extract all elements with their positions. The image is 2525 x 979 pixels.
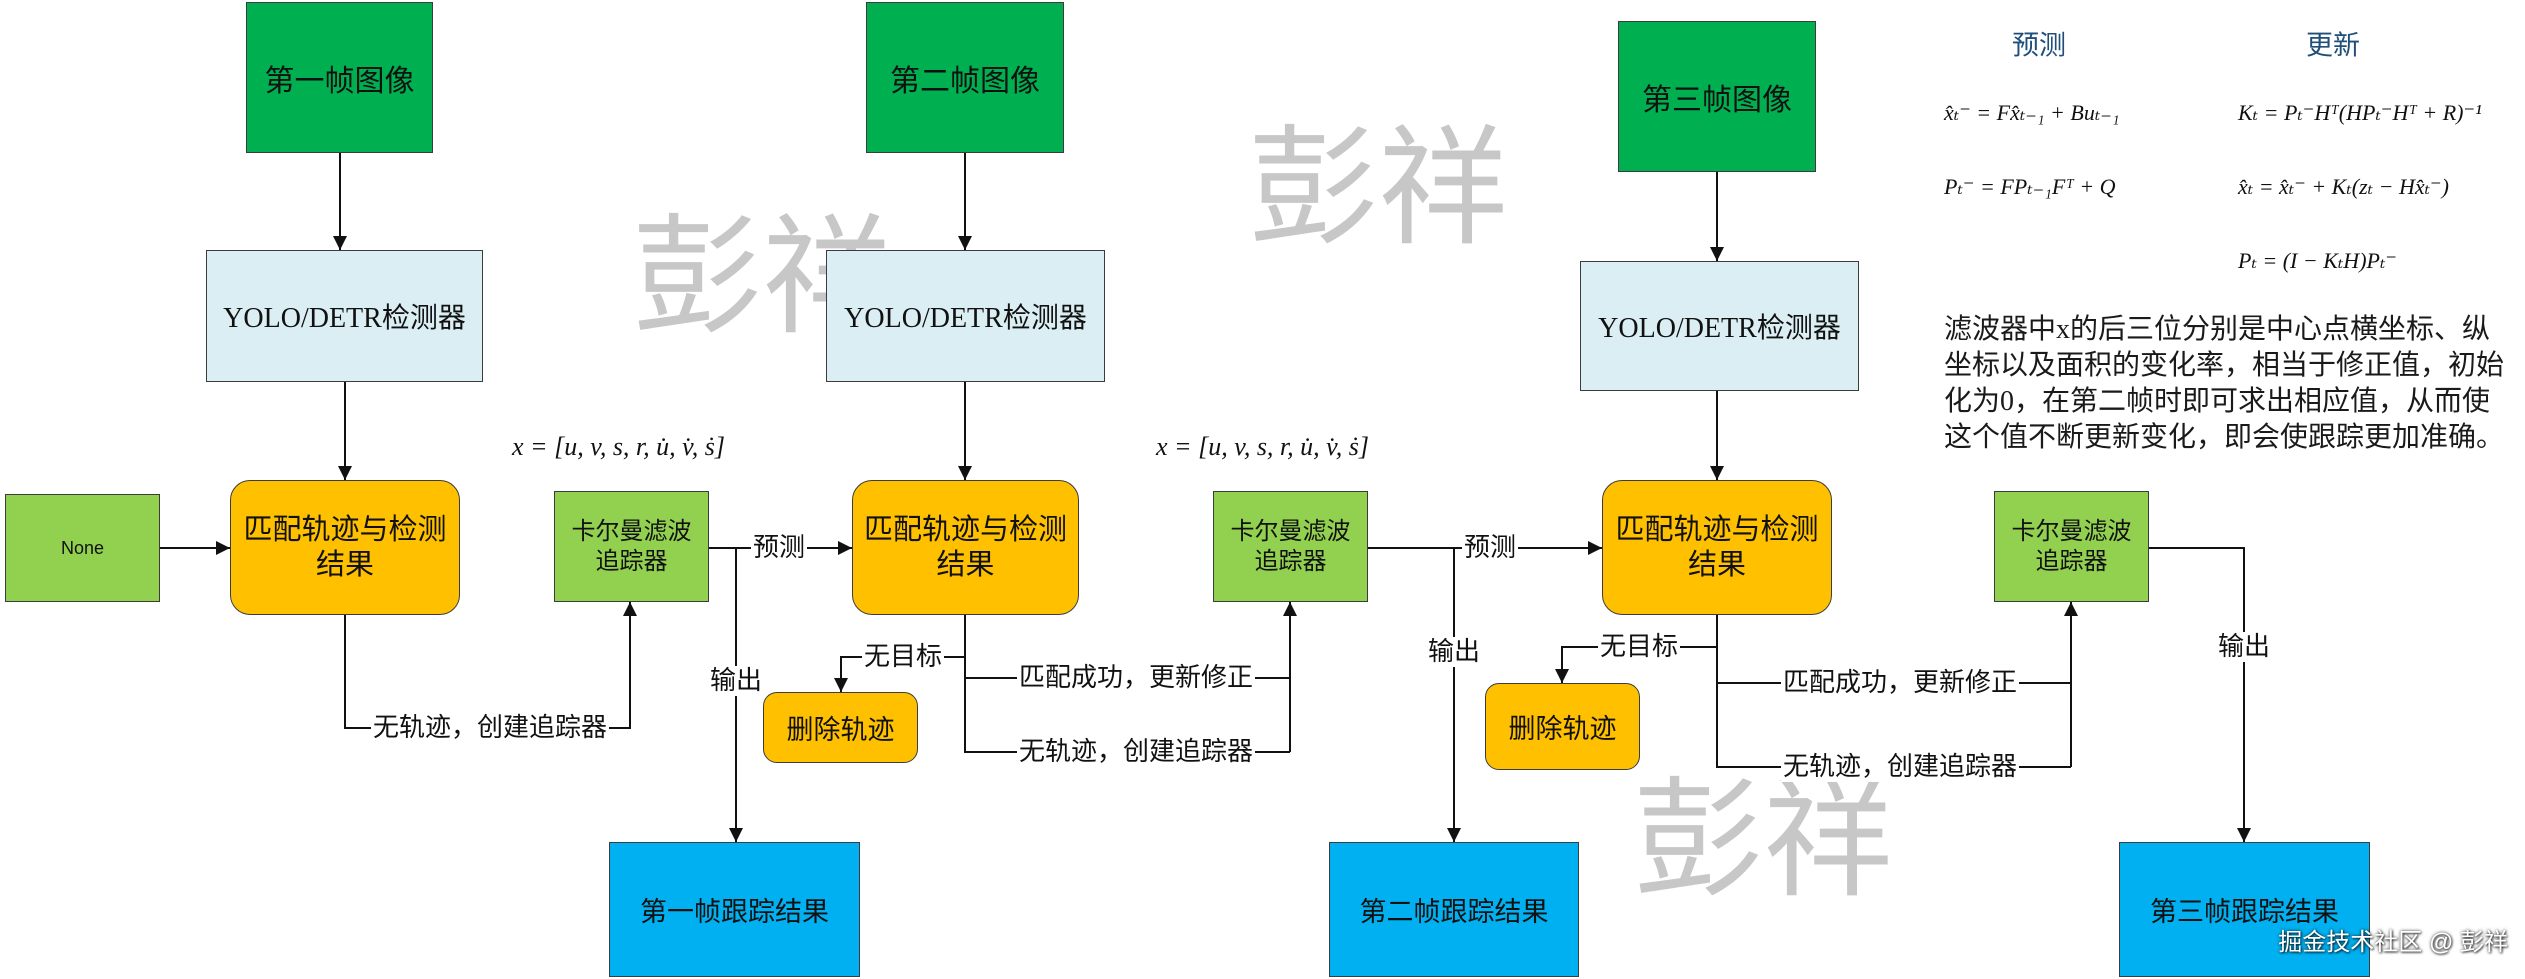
frame1-result-label: 第一帧跟踪结果 [640, 897, 829, 927]
frame3-detector-box: YOLO/DETR检测器 [1580, 261, 1859, 391]
panel-heading-predict: 预测 [2012, 30, 2066, 61]
frame3-delete-track-box: 删除轨迹 [1485, 683, 1640, 770]
frame1-result-box: 第一帧跟踪结果 [609, 842, 860, 977]
edge-label-frame2-match-success: 匹配成功，更新修正 [1016, 663, 1256, 693]
frame3-match-box: 匹配轨迹与检测 结果 [1602, 480, 1832, 615]
tracker2-kalman-box: 卡尔曼滤波 追踪器 [1213, 491, 1368, 602]
frame2-result-box: 第二帧跟踪结果 [1329, 842, 1579, 977]
frame3-image-label: 第三帧图像 [1642, 83, 1792, 117]
initial-none-label: None [60, 537, 105, 558]
watermark-2: 彭祥 [1247, 118, 1509, 262]
edge-label-tracker1-predict: 预测 [750, 533, 808, 563]
frame2-image-label: 第二帧图像 [890, 64, 1040, 98]
frame3-result-label: 第三帧跟踪结果 [2150, 897, 2339, 927]
frame3-detector-label: YOLO/DETR检测器 [1598, 313, 1841, 344]
frame2-match-label-line2: 结果 [936, 548, 995, 581]
tracker3-kalman-box: 卡尔曼滤波 追踪器 [1994, 491, 2149, 602]
tracker2-label-line1: 卡尔曼滤波 [1230, 518, 1351, 545]
update-equation-covariance: Pₜ = (I − KₜH)Pₜ⁻ [2238, 248, 2397, 273]
frame1-detector-box: YOLO/DETR检测器 [206, 250, 483, 382]
watermark-3: 彭祥 [1632, 770, 1894, 914]
predict-equation-state: x̂ₜ⁻ = Fx̂ₜ₋₁ + Buₜ₋₁ [1944, 100, 2120, 125]
frame2-image-box: 第二帧图像 [866, 2, 1064, 153]
frame3-image-box: 第三帧图像 [1618, 21, 1816, 172]
tracker1-state-formula: x = [u, v, s, r, u̇, v̇, ṡ] [512, 432, 726, 461]
frame2-result-label: 第二帧跟踪结果 [1359, 897, 1549, 927]
edge-label-tracker2-output: 输出 [1425, 637, 1483, 667]
edge-label-frame2-no-target: 无目标 [861, 642, 945, 672]
predict-equation-covariance: Pₜ⁻ = FPₜ₋₁Fᵀ + Q [1944, 174, 2116, 199]
frame3-result-box: 第三帧跟踪结果 [2119, 842, 2370, 977]
frame2-match-box: 匹配轨迹与检测 结果 [852, 480, 1079, 615]
frame1-match-box: 匹配轨迹与检测 结果 [230, 480, 460, 615]
frame2-delete-track-label: 删除轨迹 [786, 715, 895, 745]
tracker1-kalman-box: 卡尔曼滤波 追踪器 [554, 491, 709, 602]
frame2-detector-box: YOLO/DETR检测器 [826, 250, 1105, 382]
update-equation-gain: Kₜ = Pₜ⁻Hᵀ(HPₜ⁻Hᵀ + R)⁻¹ [2238, 100, 2482, 125]
arrow-tracker3-output-to-result3 [2149, 547, 2251, 842]
edge-label-frame3-create-tracker: 无轨迹，创建追踪器 [1780, 752, 2020, 782]
edge-label-frame3-no-target: 无目标 [1597, 632, 1681, 662]
frame1-detector-label: YOLO/DETR检测器 [223, 303, 466, 334]
connector-frame1-create-tracker [344, 602, 637, 729]
tracker2-state-formula: x = [u, v, s, r, u̇, v̇, ṡ] [1156, 432, 1370, 461]
tracker1-label-line2: 追踪器 [595, 548, 668, 575]
edge-label-tracker3-output: 输出 [2215, 632, 2273, 662]
frame1-match-label-line2: 结果 [315, 548, 374, 581]
site-watermark: 掘金技术社区 @ 彭祥 [2278, 929, 2508, 956]
frame3-match-label-line1: 匹配轨迹与检测 [1615, 513, 1819, 546]
update-equation-state: x̂ₜ = x̂ₜ⁻ + Kₜ(zₜ − Hx̂ₜ⁻) [2238, 174, 2449, 199]
tracker3-label-line1: 卡尔曼滤波 [2011, 518, 2132, 545]
frame1-image-label: 第一帧图像 [264, 64, 415, 98]
frame3-match-label-line2: 结果 [1687, 548, 1746, 581]
initial-none-box: None [5, 494, 160, 602]
edge-label-frame1-create-tracker: 无轨迹，创建追踪器 [370, 713, 610, 743]
edge-label-tracker1-output: 输出 [707, 666, 765, 696]
edge-label-tracker2-predict: 预测 [1461, 533, 1519, 563]
frame1-image-box: 第一帧图像 [246, 2, 433, 153]
edge-label-frame3-match-success: 匹配成功，更新修正 [1780, 668, 2020, 698]
frame3-delete-track-label: 删除轨迹 [1508, 714, 1617, 744]
panel-heading-update: 更新 [2306, 30, 2360, 61]
tracker3-label-line2: 追踪器 [2035, 548, 2108, 575]
frame2-detector-label: YOLO/DETR检测器 [844, 303, 1087, 334]
tracker2-label-line2: 追踪器 [1254, 548, 1327, 575]
filter-explanation-note: 滤波器中x的后三位分别是中心点横坐标、纵坐标以及面积的变化率，相当于修正值，初始… [1944, 314, 2505, 453]
edge-label-frame2-create-tracker: 无轨迹，创建追踪器 [1016, 737, 1256, 767]
frame2-delete-track-box: 删除轨迹 [763, 692, 918, 763]
frame2-match-label-line1: 匹配轨迹与检测 [863, 513, 1067, 546]
tracker1-label-line1: 卡尔曼滤波 [571, 518, 692, 545]
frame1-match-label-line1: 匹配轨迹与检测 [243, 513, 447, 546]
